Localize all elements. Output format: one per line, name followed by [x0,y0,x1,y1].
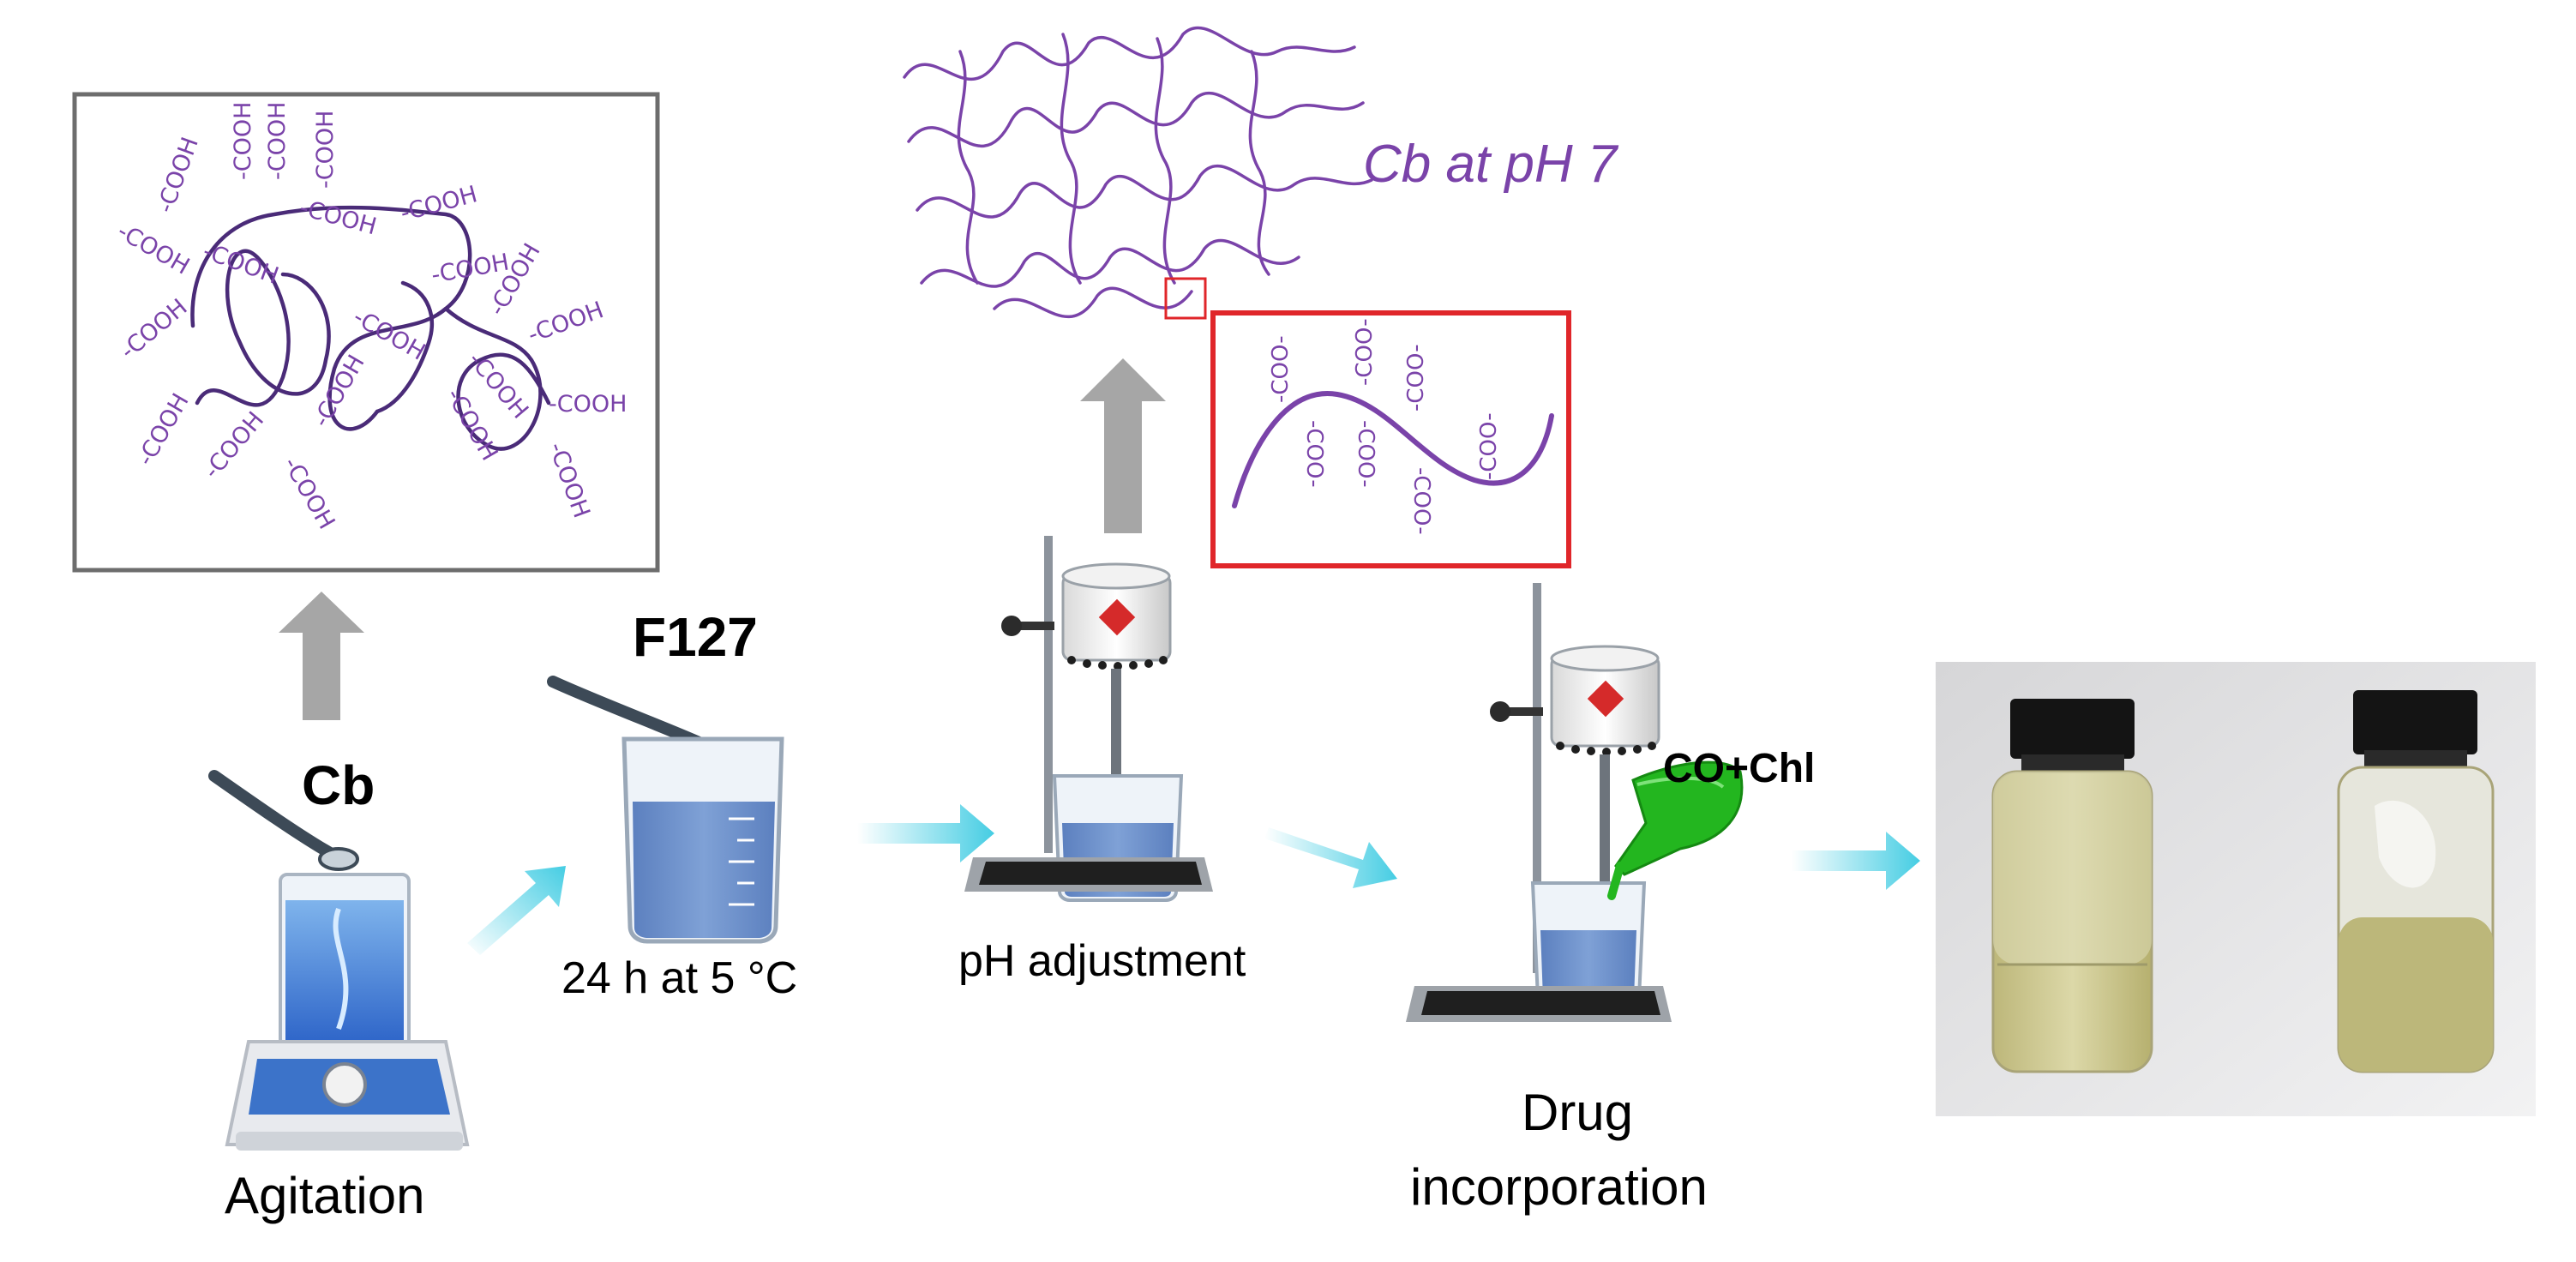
cb-label: Cb [302,754,375,816]
cyan-arrow-4 [1792,832,1920,890]
cb-ph7-label: Cb at pH 7 [1363,135,1619,194]
coo-label: -COO- [1476,412,1502,480]
vial-icon [1991,699,2153,1073]
coo-groups: -COO- -COO- -COO- -COO- -COO- -COO- -COO… [1268,318,1502,534]
spatula-icon [208,770,359,871]
cold-step-label: 24 h at 5 °C [561,953,797,1003]
cyan-arrow-1 [467,866,566,955]
step-agitation: Cb Agitation [208,754,470,1224]
cooh-label: -COOH [312,111,339,189]
drug-label-line1: Drug [1522,1084,1633,1141]
overhead-stirrer-icon [1406,583,1672,1022]
cb-polymer-box [72,92,660,573]
cb-chain-coiled [190,205,551,451]
cyan-arrow-2 [857,804,994,862]
drug-label-line2: incorporation [1410,1158,1708,1216]
beaker-icon [621,736,784,944]
vial-icon [2337,690,2495,1073]
funnel-icon [1607,760,1744,900]
cooh-label: -COOH [549,391,627,418]
co-chl-label: CO+Chl [1663,746,1815,791]
vials-photo [1936,662,2536,1116]
cb-network-ph7 [903,26,1373,318]
coo-label: -COO- [1352,318,1378,386]
coo-label: -COO- [1408,467,1434,535]
gray-up-arrow-1 [279,592,364,720]
coo-label: -COO- [1301,420,1327,488]
gray-up-arrow-2 [1080,358,1166,533]
step-f127: F127 24 h at 5 °C [547,606,797,1003]
ph-step-label: pH adjustment [958,936,1246,986]
coo-detail-box [1210,310,1571,568]
coo-label: -COO- [1403,344,1429,412]
cb-chain-extended [1232,391,1554,508]
cyan-arrow-3 [1264,827,1397,888]
cooh-label: -COOH [264,102,291,180]
agitation-label: Agitation [225,1167,425,1224]
coo-detail-panel: -COO- -COO- -COO- -COO- -COO- -COO- -COO… [1210,310,1571,568]
zoom-marker [1164,277,1207,320]
f127-label: F127 [633,606,758,668]
overhead-stirrer-icon [964,536,1213,902]
cooh-label: -COOH [230,102,256,180]
cb-polymer-panel: -COOH -COOH -COOH -COOH -COOH -COOH -COO… [72,92,660,573]
coo-label: -COO- [1268,335,1294,403]
coo-label: -COO- [1353,420,1378,488]
magnetic-stirrer-icon [225,1040,470,1151]
